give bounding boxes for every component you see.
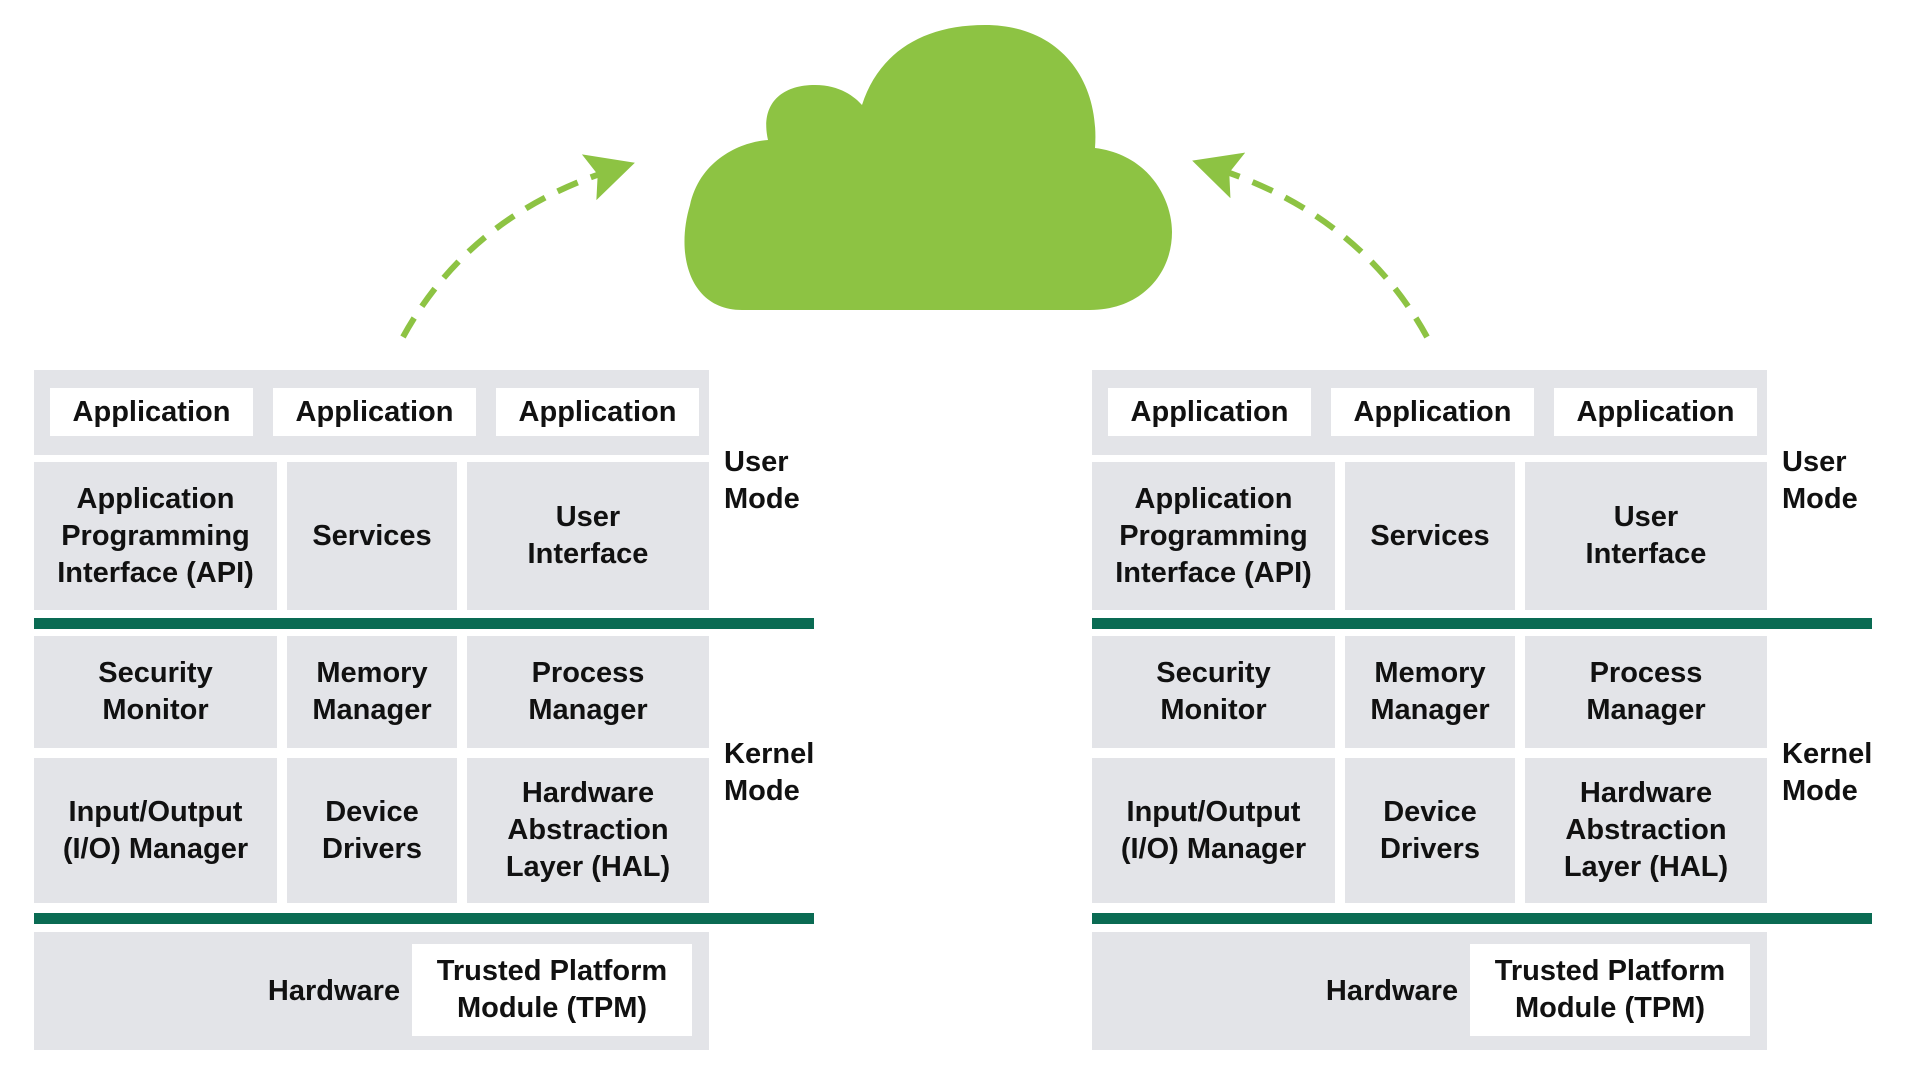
process-manager-cell: Process Manager <box>467 636 709 748</box>
user-interface-cell: User Interface <box>467 462 709 610</box>
user-mode-label: User Mode <box>1782 446 1858 515</box>
application-box: Application <box>50 388 253 436</box>
hal-cell: Hardware Abstraction Layer (HAL) <box>467 758 709 903</box>
mode-divider-bar <box>34 618 814 629</box>
io-manager-cell: Input/Output (I/O) Manager <box>1092 758 1335 903</box>
os-stack-right: Application Application Application Appl… <box>1092 370 1909 1050</box>
application-box: Application <box>496 388 699 436</box>
security-monitor-cell: Security Monitor <box>34 636 277 748</box>
right-upload-arrow <box>1192 152 1430 339</box>
kernel-mode-label: Kernel Mode <box>724 738 815 807</box>
services-cell: Services <box>1345 462 1515 610</box>
tpm-box: Trusted Platform Module (TPM) <box>1470 944 1750 1036</box>
kernel-mode-label: Kernel Mode <box>1782 738 1873 807</box>
tpm-box: Trusted Platform Module (TPM) <box>412 944 692 1036</box>
memory-manager-cell: Memory Manager <box>287 636 457 748</box>
os-stack-left: Application Application Application Appl… <box>34 370 864 1050</box>
user-interface-cell: User Interface <box>1525 462 1767 610</box>
device-drivers-cell: Device Drivers <box>287 758 457 903</box>
application-box: Application <box>1331 388 1534 436</box>
mode-divider-bar <box>1092 618 1872 629</box>
io-manager-cell: Input/Output (I/O) Manager <box>34 758 277 903</box>
device-drivers-cell: Device Drivers <box>1345 758 1515 903</box>
process-manager-cell: Process Manager <box>1525 636 1767 748</box>
hardware-divider-bar <box>1092 913 1872 924</box>
hardware-label: Hardware <box>1325 974 1459 1007</box>
user-mode-label: User Mode <box>724 446 800 515</box>
api-cell: Application Programming Interface (API) <box>1092 462 1335 610</box>
security-monitor-cell: Security Monitor <box>1092 636 1335 748</box>
application-box: Application <box>273 388 476 436</box>
left-upload-arrow <box>400 154 635 339</box>
hardware-label: Hardware <box>267 974 401 1007</box>
application-box: Application <box>1108 388 1311 436</box>
hardware-divider-bar <box>34 913 814 924</box>
application-box: Application <box>1554 388 1757 436</box>
hal-cell: Hardware Abstraction Layer (HAL) <box>1525 758 1767 903</box>
memory-manager-cell: Memory Manager <box>1345 636 1515 748</box>
services-cell: Services <box>287 462 457 610</box>
api-cell: Application Programming Interface (API) <box>34 462 277 610</box>
cloud-icon <box>684 25 1172 310</box>
